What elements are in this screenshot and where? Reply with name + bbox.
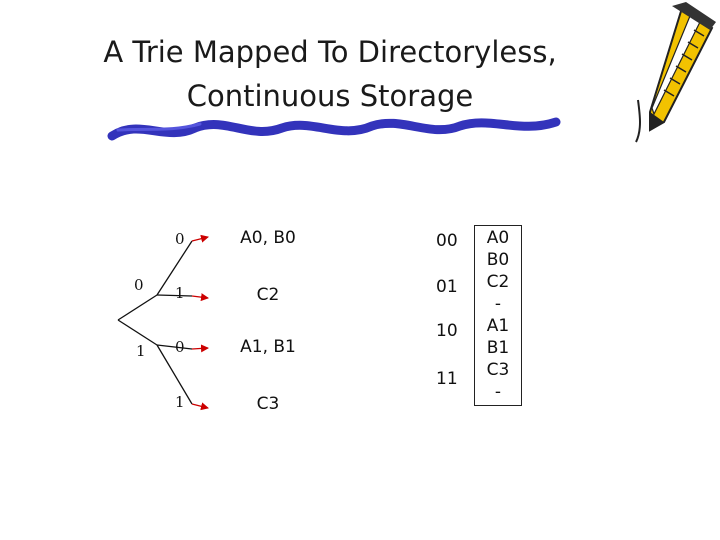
title-underline-squiggle — [107, 117, 561, 141]
leaf-pointers — [191, 234, 209, 411]
leaf-bucket-11: C3 — [256, 394, 280, 414]
leaf-bucket-00: A0, B0 — [240, 228, 296, 248]
leaf-bucket-01: C2 — [256, 285, 280, 305]
storage-slot: - — [494, 294, 502, 314]
storage-slot: A0 — [486, 228, 510, 248]
storage-slot: C3 — [486, 360, 510, 380]
edge-label-1: 1 — [175, 284, 185, 302]
slide-title: A Trie Mapped To Directoryless, Continuo… — [40, 30, 620, 118]
leaf-bucket-10: A1, B1 — [240, 337, 296, 357]
trie-edges — [117, 240, 193, 405]
root-edge-label-1: 1 — [136, 342, 146, 360]
title-line-1: A Trie Mapped To Directoryless, — [103, 35, 557, 69]
storage-slot: B0 — [486, 250, 510, 270]
storage-slot: B1 — [486, 338, 510, 358]
storage-slot: - — [494, 382, 502, 402]
address-00: 00 — [436, 231, 458, 251]
edge-label-3: 1 — [175, 393, 185, 411]
title-line-2: Continuous Storage — [186, 79, 474, 113]
address-01: 01 — [436, 277, 458, 297]
edge-label-0: 0 — [175, 230, 185, 248]
storage-slot: A1 — [486, 316, 510, 336]
root-edge-label-0: 0 — [134, 276, 144, 294]
continuous-storage: A0 B0 C2 - A1 B1 C3 - — [474, 225, 522, 406]
address-10: 10 — [436, 321, 458, 341]
pencil-icon — [635, 2, 716, 143]
address-11: 11 — [436, 369, 458, 389]
edge-label-2: 0 — [175, 338, 185, 356]
storage-slot: C2 — [486, 272, 510, 292]
